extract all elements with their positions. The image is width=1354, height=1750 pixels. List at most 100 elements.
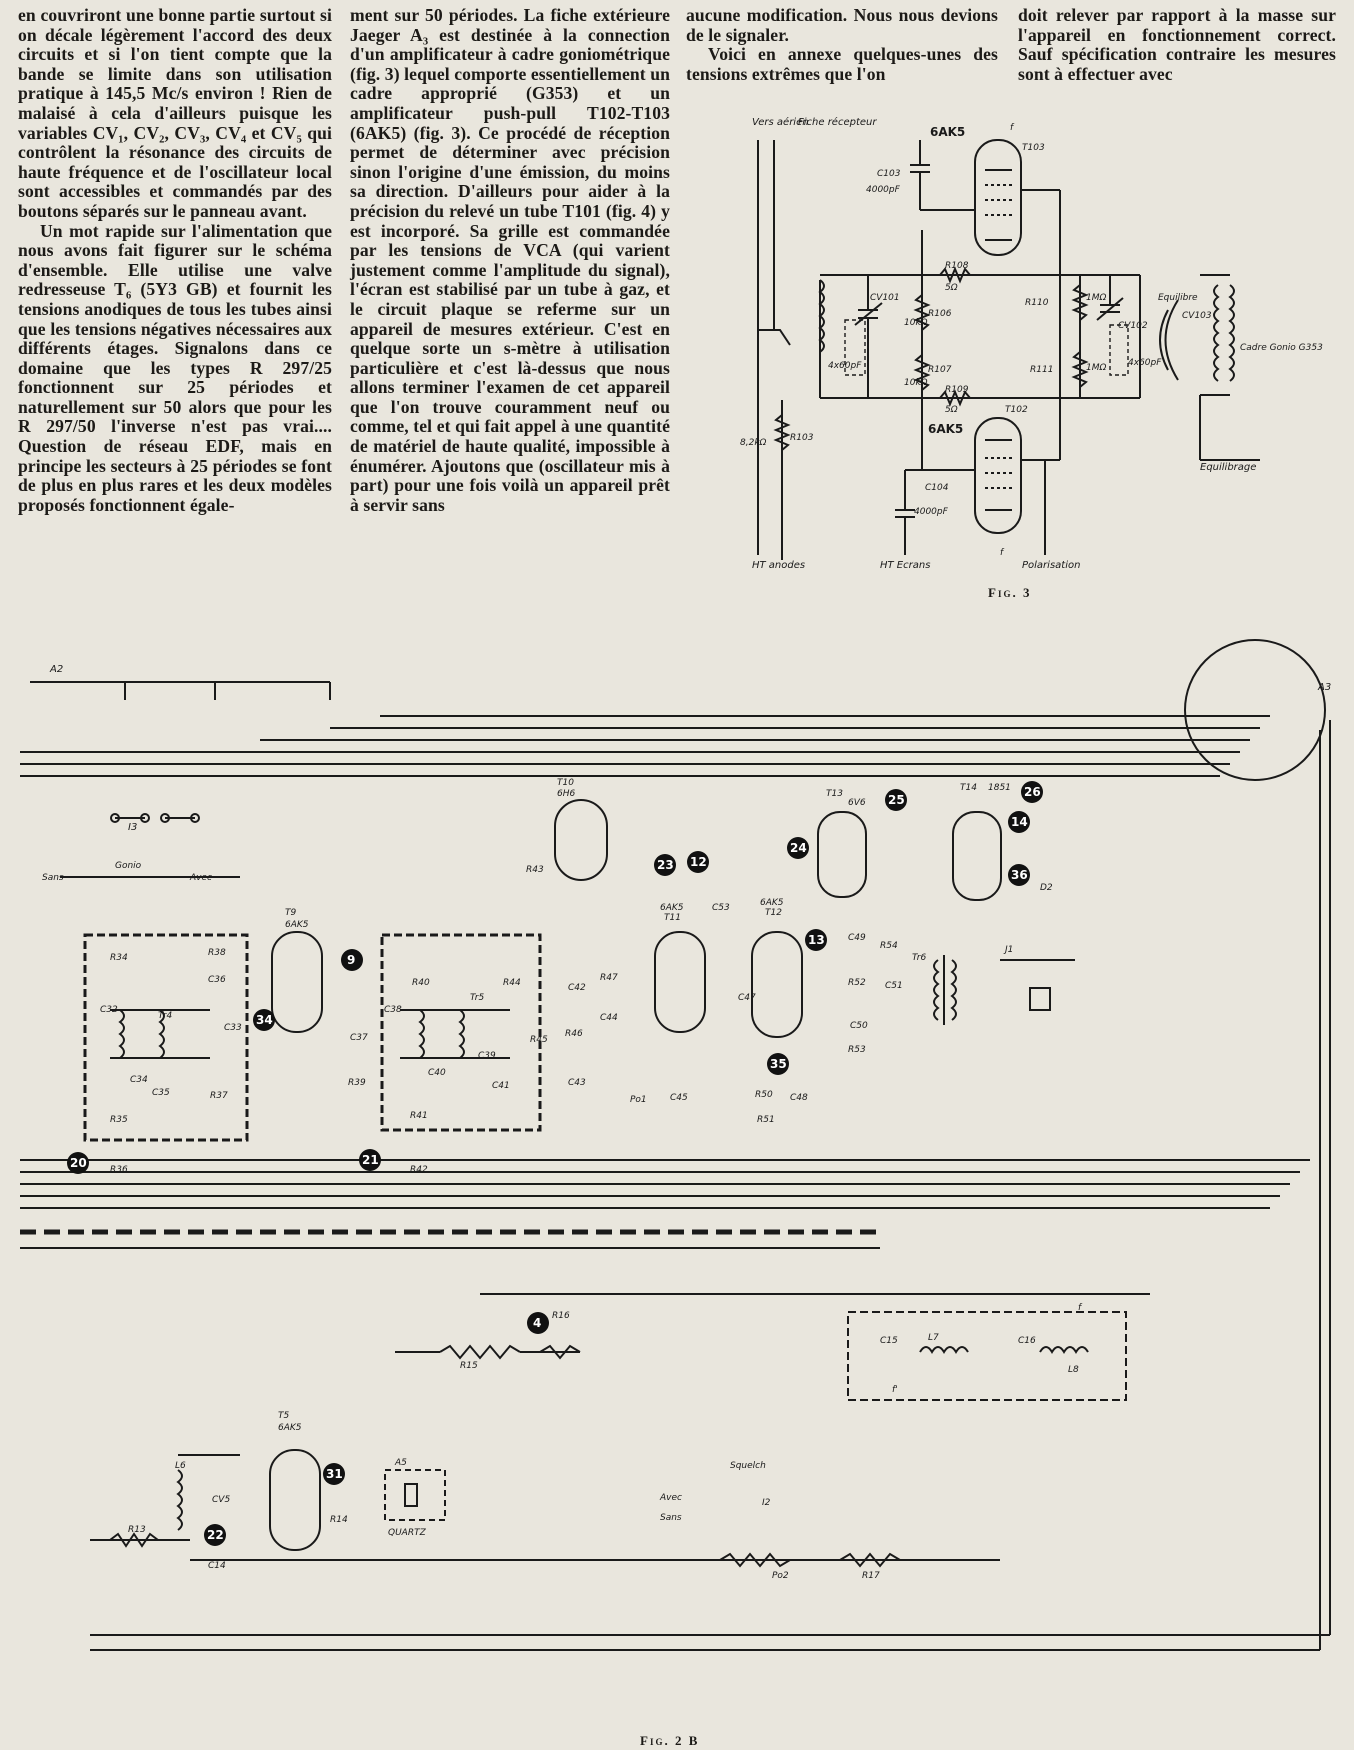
label: 6AK5: [285, 920, 309, 930]
label: C44: [600, 1013, 618, 1023]
test-point-markers: 4 9 12 13 14 20 21 22 23 24 25 26 31 34 …: [67, 781, 1043, 1546]
fig3-labels: Vers aérien Fiche récepteur 6AK5 T103 C1…: [740, 116, 1323, 571]
marker: 36: [1008, 864, 1030, 886]
paragraph: aucune modification. Nous nous devions d…: [686, 5, 998, 45]
label: R103: [790, 433, 814, 443]
label: 4x60pF: [828, 361, 862, 371]
svg-text:25: 25: [888, 793, 905, 807]
label: C103: [877, 169, 901, 179]
label: R47: [600, 973, 618, 983]
label: f: [1000, 548, 1005, 558]
label: C38: [384, 1005, 402, 1015]
label: R15: [460, 1361, 478, 1371]
svg-text:23: 23: [657, 858, 674, 872]
label: R107: [928, 365, 952, 375]
paragraph: doit relever par rapport à la masse sur …: [1018, 5, 1336, 84]
label: CV103: [1182, 311, 1212, 321]
text-column-1: en couvriront une bonne partie surtout s…: [18, 5, 332, 515]
label: R50: [755, 1090, 773, 1100]
label: Vers aérien: [752, 116, 809, 128]
svg-text:24: 24: [790, 841, 807, 855]
label: C14: [208, 1561, 226, 1571]
label: R44: [503, 978, 521, 988]
label: 1MΩ: [1086, 293, 1106, 303]
label: C15: [880, 1336, 898, 1346]
label: C45: [670, 1093, 688, 1103]
label: 10kΩ: [904, 318, 928, 328]
label: R52: [848, 978, 866, 988]
label: C41: [492, 1081, 510, 1091]
label: C51: [885, 981, 903, 991]
paragraph: en couvriront une bonne partie surtout s…: [18, 5, 332, 221]
label: R38: [208, 948, 226, 958]
label: HT anodes: [752, 560, 805, 571]
label: 1851: [988, 783, 1011, 793]
svg-text:4: 4: [533, 1316, 541, 1330]
marker: 23: [654, 854, 676, 876]
label: C32: [100, 1005, 118, 1015]
label: C40: [428, 1068, 446, 1078]
marker: 34: [253, 1009, 275, 1031]
label: 6AK5: [660, 903, 684, 913]
marker: 21: [359, 1149, 381, 1171]
svg-text:31: 31: [326, 1467, 343, 1481]
marker: 24: [787, 837, 809, 859]
label: C39: [478, 1051, 496, 1061]
label: R46: [565, 1029, 583, 1039]
label: 6AK5: [930, 125, 965, 139]
label: R45: [530, 1035, 548, 1045]
label: C43: [568, 1078, 586, 1088]
label: C42: [568, 983, 586, 993]
label: A2: [49, 664, 63, 675]
label: Equilibre: [1158, 293, 1198, 303]
label: QUARTZ: [388, 1528, 427, 1538]
label: R13: [128, 1525, 146, 1535]
label: R39: [348, 1078, 366, 1088]
label: 5Ω: [945, 405, 958, 415]
label: R17: [862, 1571, 880, 1581]
label: C50: [850, 1021, 868, 1031]
label: C34: [130, 1075, 148, 1085]
label: Cadre Gonio G353: [1240, 343, 1323, 353]
figure-caption: Fig. 3: [988, 585, 1032, 600]
label: Fiche récepteur: [798, 116, 877, 128]
label: Tr5: [470, 993, 484, 1003]
label: R43: [526, 865, 544, 875]
svg-text:36: 36: [1011, 868, 1028, 882]
label: R109: [945, 385, 969, 395]
label: R51: [757, 1115, 775, 1125]
label: C47: [738, 993, 756, 1003]
label: D2: [1040, 883, 1053, 893]
label: R37: [210, 1091, 228, 1101]
label: Tr4: [158, 1011, 172, 1021]
label: f': [892, 1385, 898, 1395]
main-schematic-labels: A2 A3 I3 Gonio Sans Avec T10 6H6 T9 6AK5…: [42, 664, 1331, 1581]
label: T103: [1022, 143, 1045, 153]
label: Po2: [772, 1571, 789, 1581]
label: T13: [826, 789, 843, 799]
label: 6V6: [848, 798, 866, 808]
label: R110: [1025, 298, 1049, 308]
label: R108: [945, 261, 969, 271]
label: T14: [960, 783, 977, 793]
label: 4000pF: [914, 507, 949, 517]
label: R36: [110, 1165, 128, 1175]
label: Avec: [189, 873, 212, 883]
label: R54: [880, 941, 898, 951]
label: Tr6: [912, 953, 926, 963]
label: R34: [110, 953, 128, 963]
svg-text:34: 34: [256, 1013, 273, 1027]
label: R14: [330, 1515, 348, 1525]
label: 5Ω: [945, 283, 958, 293]
label: 1MΩ: [1086, 363, 1106, 373]
label: I3: [128, 822, 137, 833]
label: Sans: [42, 873, 64, 883]
label: L7: [928, 1333, 939, 1343]
label: 6AK5: [278, 1423, 302, 1433]
fig3-schematic: [757, 139, 1260, 560]
label: I2: [762, 1498, 771, 1508]
label: C36: [208, 975, 226, 985]
marker: 13: [805, 929, 827, 951]
